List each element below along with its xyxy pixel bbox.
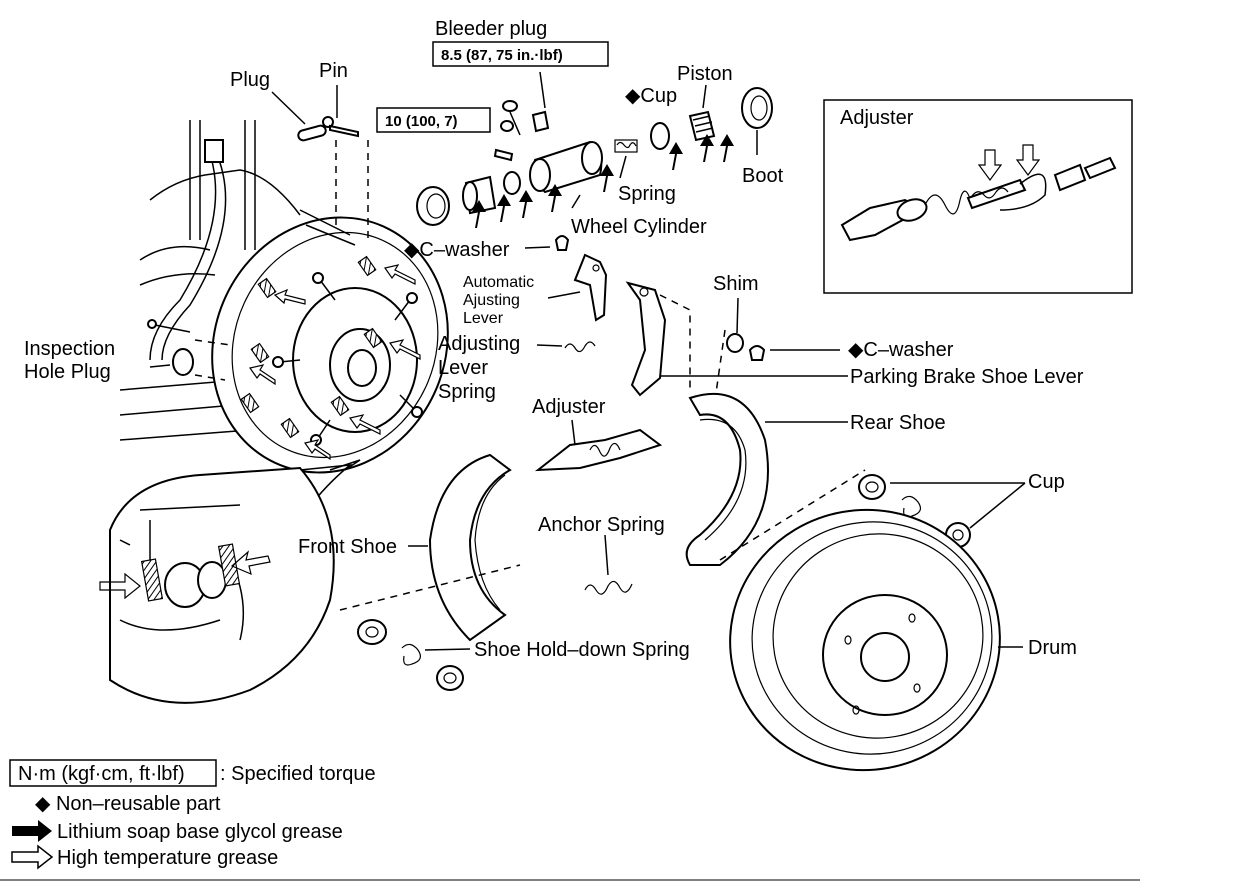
label-cup-top: ◆Cup (625, 85, 677, 107)
parking-brake-shoe-lever-part (625, 281, 848, 397)
c-washer-top-part (524, 235, 570, 251)
label-bleeder-plug: Bleeder plug (435, 18, 547, 40)
label-adjuster-inset: Adjuster (840, 107, 914, 129)
pin-part (322, 116, 369, 240)
label-inspection-2: Hole Plug (24, 361, 111, 383)
legend-torque-box (9, 759, 217, 787)
label-parking-brake-shoe-lever: Parking Brake Shoe Lever (850, 366, 1084, 388)
legend-torque-box-text: N·m (kgf·cm, ft·lbf) (18, 763, 185, 785)
drum-part (729, 508, 1023, 772)
label-c-washer-right: ◆C–washer (848, 339, 954, 361)
label-auto-adj-3: Lever (463, 310, 504, 327)
label-rear-shoe: Rear Shoe (850, 412, 946, 434)
legend-torque-desc: : Specified torque (220, 763, 376, 785)
plug-part (297, 124, 327, 142)
label-piston: Piston (677, 63, 733, 85)
inspection-hole-plug (147, 319, 231, 381)
label-c-washer-top: ◆C–washer (404, 239, 510, 261)
adjusting-lever-spring-part (536, 341, 596, 353)
label-auto-adj-2: Ajusting (463, 292, 520, 309)
label-anchor-spring: Anchor Spring (538, 514, 665, 536)
label-adj-lever-spring-3: Spring (438, 381, 496, 403)
automatic-adjusting-lever (547, 253, 608, 322)
cylinder-bolt-torque-text: 10 (100, 7) (385, 113, 458, 130)
label-auto-adj-1: Automatic (463, 274, 534, 291)
bleeder-torque-text: 8.5 (87, 75 in.·lbf) (441, 47, 563, 64)
c-washer-right-part (748, 345, 840, 361)
legend-non-reusable: ◆ Non–reusable part (35, 793, 221, 815)
label-shoe-hold-down-spring: Shoe Hold–down Spring (474, 639, 690, 661)
adjuster-inset (823, 99, 1133, 294)
wheel-cylinder-group (416, 71, 773, 228)
label-boot: Boot (742, 165, 784, 187)
label-inspection-1: Inspection (24, 338, 115, 360)
front-shoe-part (339, 453, 521, 642)
label-pin: Pin (319, 60, 348, 82)
label-adj-lever-spring-2: Lever (438, 357, 488, 379)
label-drum: Drum (1028, 637, 1077, 659)
backing-plate-assembly (119, 120, 449, 474)
legend-lithium: Lithium soap base glycol grease (57, 821, 343, 843)
label-adj-lever-spring-1: Adjusting (438, 333, 520, 355)
hollow-arrow-icon (11, 844, 54, 870)
label-shim: Shim (713, 273, 759, 295)
bleeder-torque-box: 8.5 (87, 75 in.·lbf) (432, 41, 609, 67)
label-spring: Spring (618, 183, 676, 205)
legend: N·m (kgf·cm, ft·lbf) : Specified torque … (9, 759, 376, 870)
anchor-spring-part (584, 534, 633, 595)
label-front-shoe: Front Shoe (298, 536, 397, 558)
shoe-hold-down-spring-part (357, 619, 471, 691)
label-plug: Plug (230, 69, 270, 91)
solid-arrow-icon (12, 820, 52, 842)
shim-part (714, 297, 744, 401)
label-cup-right: Cup (1028, 471, 1065, 493)
cylinder-bolt-torque-box: 10 (100, 7) (376, 107, 491, 133)
legend-high-temp: High temperature grease (57, 847, 278, 869)
detail-callout (99, 459, 361, 704)
rear-shoe-part (685, 392, 866, 566)
adjuster-part (534, 419, 663, 472)
label-wheel-cylinder: Wheel Cylinder (571, 216, 707, 238)
label-adjuster-mid: Adjuster (532, 396, 606, 418)
